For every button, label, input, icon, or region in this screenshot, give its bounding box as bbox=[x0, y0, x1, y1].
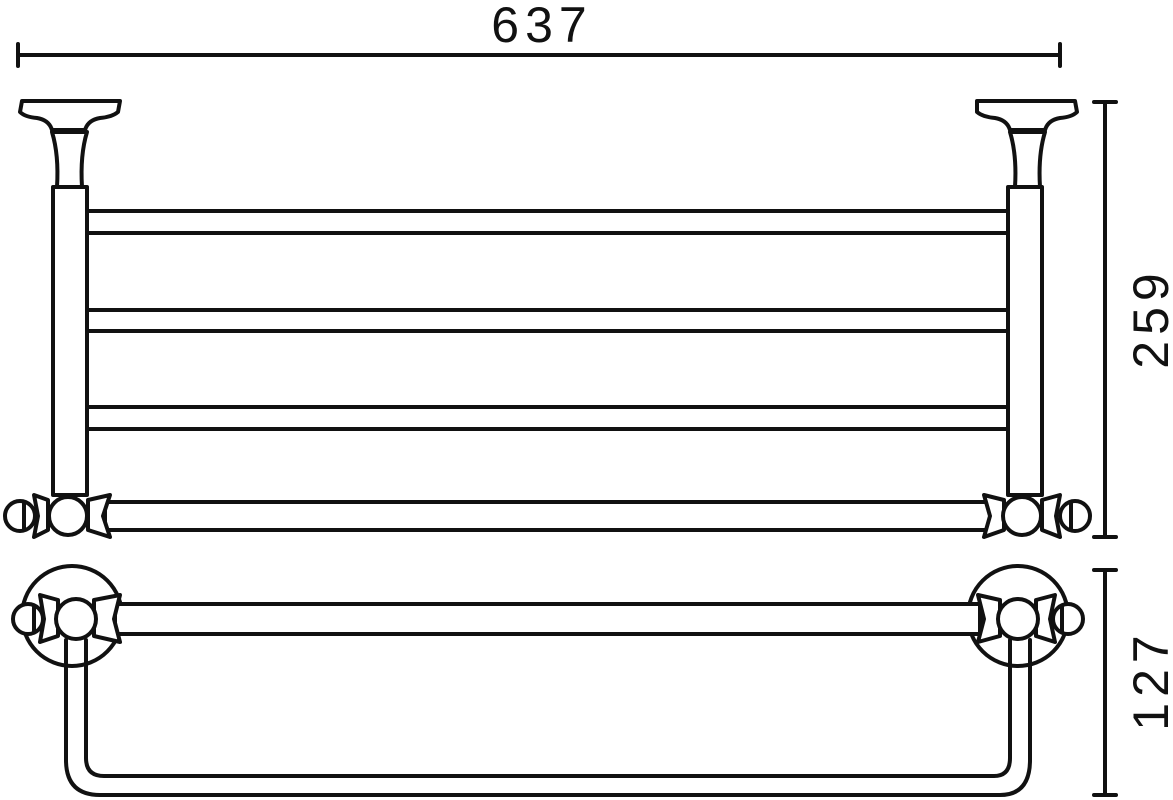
depth-label: 127 bbox=[1123, 629, 1173, 730]
top-view bbox=[11, 564, 1085, 797]
left-knob bbox=[11, 593, 122, 644]
height-dimension: 259 bbox=[1092, 100, 1173, 539]
height-label: 259 bbox=[1123, 267, 1173, 368]
shelf-bars bbox=[85, 209, 1010, 532]
front-view bbox=[3, 99, 1092, 539]
right-knob bbox=[976, 593, 1085, 644]
width-dimension: 637 bbox=[16, 0, 1062, 68]
right-bracket bbox=[975, 99, 1092, 539]
left-bracket bbox=[3, 99, 122, 539]
towel-arm-inner bbox=[84, 638, 1012, 778]
top-bar bbox=[113, 602, 982, 636]
width-label: 637 bbox=[491, 0, 592, 53]
depth-dimension: 127 bbox=[1092, 568, 1173, 797]
towel-arm-outer bbox=[64, 638, 1032, 797]
